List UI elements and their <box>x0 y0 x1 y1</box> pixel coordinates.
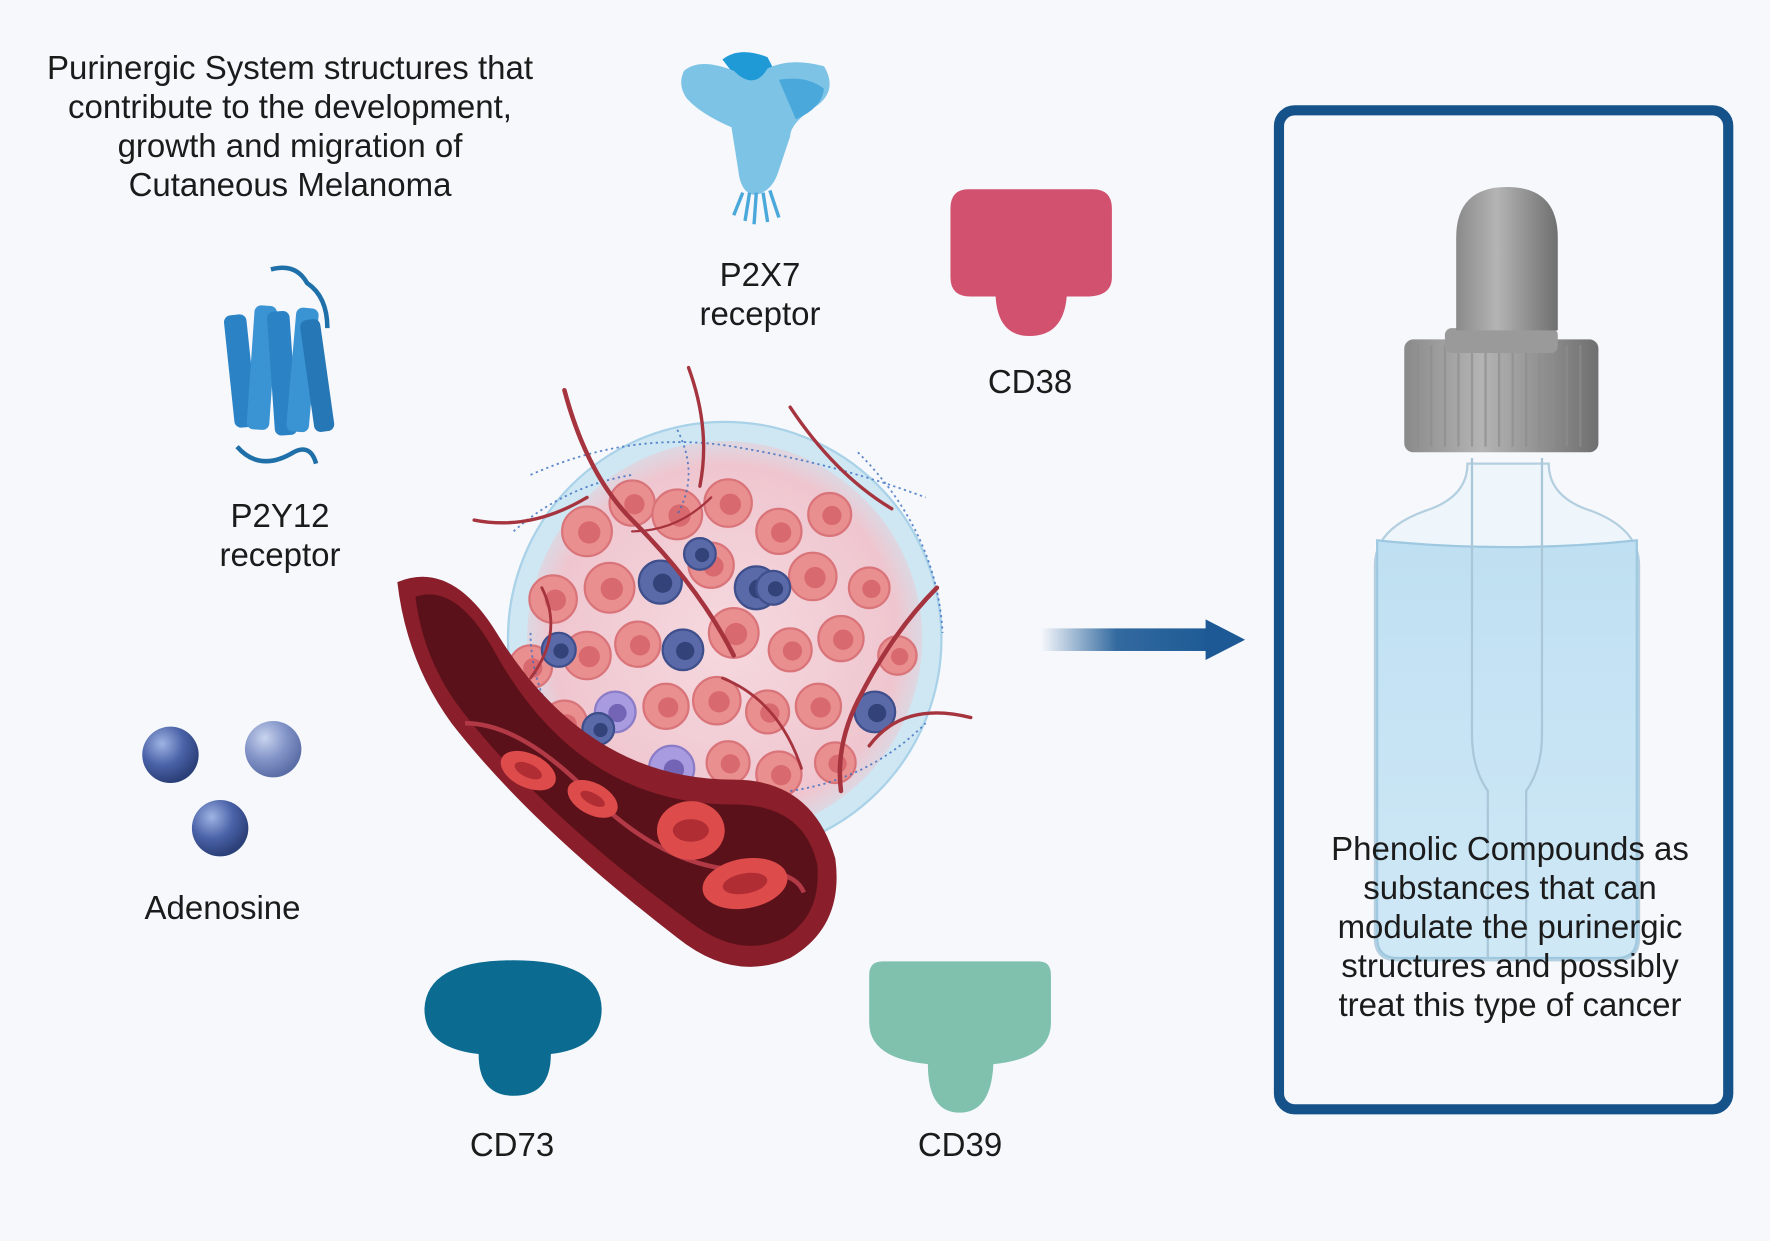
tumor-cell-nucleus <box>822 505 842 526</box>
cd73-label: CD73 <box>469 1126 555 1163</box>
tumor-cell-nucleus <box>695 547 710 563</box>
tumor-cell-nucleus <box>600 577 623 601</box>
bottle-frame <box>1273 105 1734 1115</box>
tumor-cell-nucleus <box>867 703 887 723</box>
tumor-cell-nucleus <box>828 754 847 774</box>
adenosine-molecule-icon <box>244 720 302 778</box>
tumor-cell-nucleus <box>770 764 792 786</box>
tumor-cell-nucleus <box>652 573 673 593</box>
tumor-cell-nucleus <box>658 697 679 718</box>
cd39-icon <box>869 961 1051 1113</box>
right-arrow-icon <box>1040 619 1246 661</box>
tumor-cell-nucleus <box>767 581 784 597</box>
cd38-icon <box>950 189 1112 337</box>
diagram-title: Purinergic System structures that contri… <box>46 49 533 203</box>
tumor-cell-nucleus <box>523 658 543 678</box>
tumor-cell-nucleus <box>720 754 741 774</box>
tumor-cell-nucleus <box>708 691 730 713</box>
tumor-cell-nucleus <box>668 504 691 527</box>
tumor-cell-nucleus <box>553 643 569 659</box>
tumor-cell-nucleus <box>782 641 803 661</box>
tumor-cell-nucleus <box>804 566 826 589</box>
p2y12-receptor-label: P2Y12 receptor <box>219 497 341 573</box>
cd73-icon <box>424 960 602 1096</box>
cd39-label: CD39 <box>917 1126 1003 1163</box>
melanoma-tumor-illustration <box>397 365 973 967</box>
tumor-cell-nucleus <box>629 635 651 656</box>
p2x7-receptor-icon <box>681 52 830 225</box>
tumor-cell-nucleus <box>719 493 742 515</box>
phenolic-compounds-text: Phenolic Compounds as substances that ca… <box>1331 830 1689 1023</box>
adenosine-label: Adenosine <box>144 889 301 926</box>
tumor-cell-nucleus <box>676 641 695 661</box>
tumor-cell-nucleus <box>862 579 881 599</box>
tumor-cell-nucleus <box>624 494 645 515</box>
tumor-cell-nucleus <box>578 521 601 544</box>
tumor-cell-nucleus <box>608 703 627 723</box>
adenosine-molecule-icon <box>142 726 199 784</box>
p2y12-receptor-icon <box>223 265 335 465</box>
tumor-cell-nucleus <box>770 522 792 543</box>
tumor-cell-nucleus <box>593 722 608 738</box>
tumor-cell-nucleus <box>833 629 854 650</box>
dropper-bottle-icon <box>1373 187 1641 962</box>
p2x7-receptor-label: P2X7 receptor <box>699 256 821 332</box>
tumor-cell-nucleus <box>891 647 909 666</box>
tumor-cell-nucleus <box>578 645 600 668</box>
tumor-cell-nucleus <box>810 697 831 718</box>
tumor-cell-nucleus <box>544 589 567 611</box>
tumor-cell-nucleus <box>724 622 748 646</box>
adenosine-molecule-icon <box>191 799 249 857</box>
cd38-label: CD38 <box>987 363 1073 400</box>
